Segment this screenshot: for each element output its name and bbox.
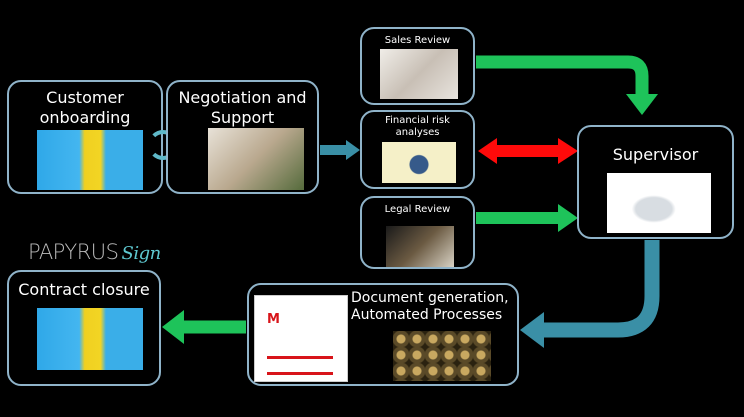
woman-yellow-photo: [37, 308, 143, 370]
node-legal-review: Legal Review: [360, 196, 475, 269]
bank-logo-icon: M: [267, 312, 280, 327]
node-title: Contract closure: [18, 280, 150, 299]
woman-laptop-photo: [208, 128, 304, 190]
logo-brand: PAPYRUS: [28, 240, 119, 264]
node-contract-closure: Contract closure: [7, 270, 161, 386]
node-title: Customer onboarding: [39, 88, 131, 127]
businessman-photo: [382, 142, 456, 183]
arrow-sales-to-supervisor: [476, 55, 649, 96]
node-customer-onboarding: Customer onboarding: [7, 80, 163, 194]
node-supervisor: Supervisor: [577, 125, 734, 239]
node-title: Supervisor: [612, 145, 699, 164]
arrow-supervisor-to-document: [540, 240, 660, 338]
node-title: Sales Review: [384, 35, 451, 46]
node-title: Document generation, Automated Processes: [351, 290, 509, 323]
node-negotiation: Negotiation and Support: [166, 80, 319, 194]
logo-suffix: Sign: [121, 243, 162, 264]
woman-desk-photo: [380, 49, 458, 99]
document-preview: M: [254, 295, 348, 382]
node-title: Legal Review: [384, 204, 451, 215]
node-title: Financial risk analyses: [385, 115, 450, 138]
node-document-generation: M Document generation, Automated Process…: [247, 283, 519, 386]
arrowhead-sales: [626, 94, 658, 115]
node-title: Negotiation and Support: [178, 88, 307, 127]
node-financial-risk: Financial risk analyses: [360, 110, 475, 189]
cycle-icon: [148, 130, 178, 160]
node-sales-review: Sales Review: [360, 27, 475, 105]
legal-gavel-photo: [386, 226, 454, 267]
woman-yellow-photo: [37, 130, 143, 190]
supervisor-photo: [607, 173, 711, 233]
gears-image: [393, 331, 491, 381]
